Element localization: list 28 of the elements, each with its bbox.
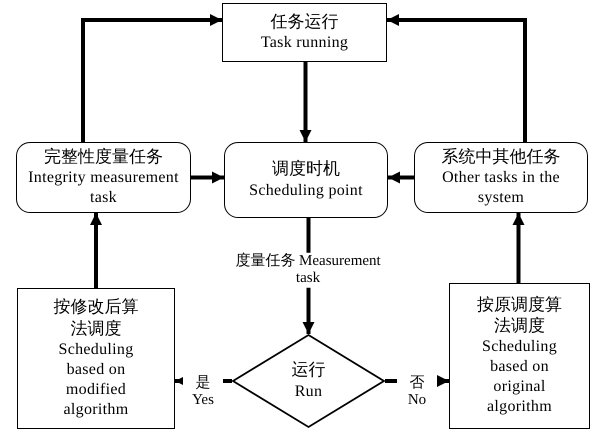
node-title: 按原调度算法调度 (477, 294, 562, 338)
arrow (191, 172, 224, 184)
node-text: Other tasks in the system (441, 168, 561, 208)
node-text: Integrity measurement task (27, 168, 180, 208)
node-title: 运行 (292, 360, 326, 382)
rounded-process-box (224, 142, 388, 218)
node-text: Scheduling based on modified algorithm (58, 340, 134, 420)
arrow (90, 213, 102, 288)
arrow (388, 172, 414, 184)
node-text: Run (294, 382, 322, 402)
arrow (387, 14, 527, 142)
node-text: Task running (260, 33, 348, 54)
node-title: 系统中其他任务 (442, 146, 560, 168)
decision-diamond (232, 334, 385, 428)
process-box (449, 283, 590, 429)
node-title: 按修改后算法调度 (54, 297, 138, 340)
node-title: 调度时机 (272, 159, 340, 181)
arrow (512, 213, 524, 283)
process-box (222, 3, 387, 62)
node-text: Scheduling point (249, 180, 363, 201)
node-title: 完整性度量任务 (44, 146, 163, 168)
rounded-process-box (414, 142, 588, 213)
rounded-process-box (16, 142, 191, 213)
process-box (17, 288, 175, 429)
arrow (300, 62, 312, 142)
arrow (81, 14, 222, 142)
node-text: Scheduling based on original algorithm (481, 337, 558, 418)
node-title: 任务运行 (270, 12, 338, 34)
